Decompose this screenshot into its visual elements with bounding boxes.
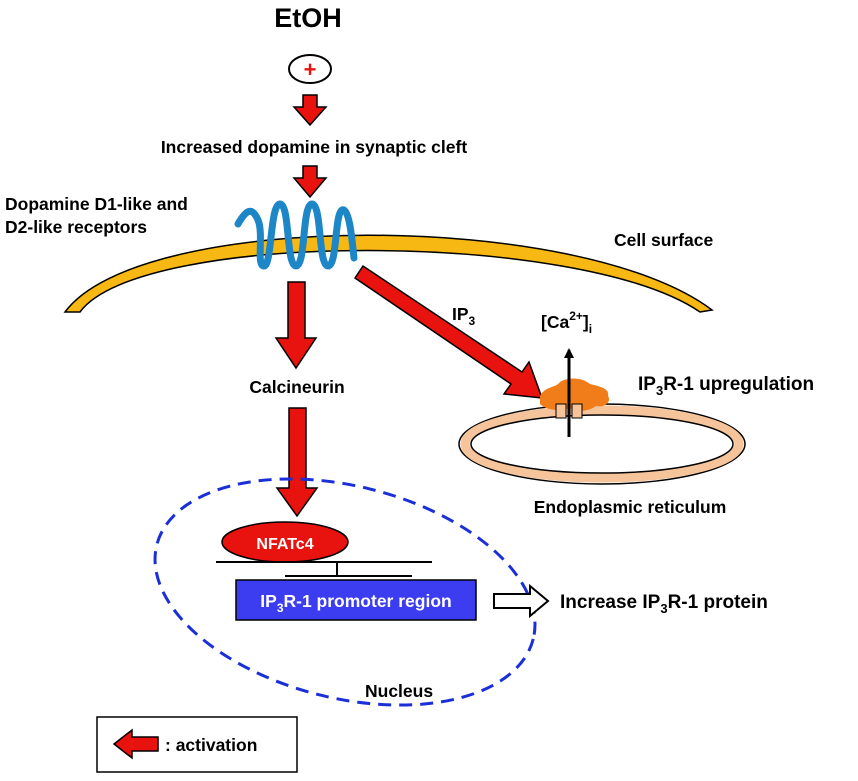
endoplasmic-reticulum bbox=[458, 403, 746, 485]
calcineurin-label: Calcineurin bbox=[249, 377, 344, 397]
plus-symbol: + bbox=[304, 57, 317, 82]
title-etoh: EtOH bbox=[274, 3, 342, 33]
nfatc4-factor: NFATc4 bbox=[221, 521, 349, 563]
cell-membrane bbox=[63, 234, 714, 313]
er-label: Endoplasmic reticulum bbox=[534, 497, 727, 517]
activation-arrow-nfatc4 bbox=[275, 407, 319, 518]
activation-arrow-2 bbox=[292, 165, 328, 199]
cell-surface-label: Cell surface bbox=[614, 230, 713, 250]
nfatc4-label: NFATc4 bbox=[256, 536, 313, 553]
legend-activation-arrow-icon bbox=[112, 728, 159, 760]
ip3-receptor-channel-icon bbox=[540, 378, 610, 419]
activation-arrow-1 bbox=[292, 94, 328, 127]
calcium-label: [Ca2+]i bbox=[541, 309, 592, 336]
legend-label: : activation bbox=[165, 735, 257, 755]
activation-arrow-ip3 bbox=[353, 264, 544, 399]
plus-circle-icon: + bbox=[288, 54, 332, 84]
legend: : activation bbox=[96, 716, 298, 773]
receptor-label-line1: Dopamine D1-like and bbox=[5, 194, 188, 214]
activation-arrow-calcineurin bbox=[274, 281, 318, 370]
nucleus-label: Nucleus bbox=[365, 681, 433, 701]
ip3r-upregulation-label: IP3R-1 upregulation bbox=[638, 374, 814, 398]
ip3-label: IP3 bbox=[452, 304, 476, 328]
seven-transmembrane-receptor-icon bbox=[234, 200, 358, 270]
promoter-region: IP3R-1 promoter region bbox=[235, 579, 477, 621]
promoter-label: IP3R-1 promoter region bbox=[260, 591, 451, 615]
hollow-block-arrow-icon bbox=[493, 583, 550, 619]
receptor-label-line2: D2-like receptors bbox=[5, 217, 147, 237]
nucleus bbox=[153, 477, 537, 707]
increase-protein-label: Increase IP3R-1 protein bbox=[560, 592, 768, 616]
dopamine-increase-label: Increased dopamine in synaptic cleft bbox=[161, 137, 468, 157]
